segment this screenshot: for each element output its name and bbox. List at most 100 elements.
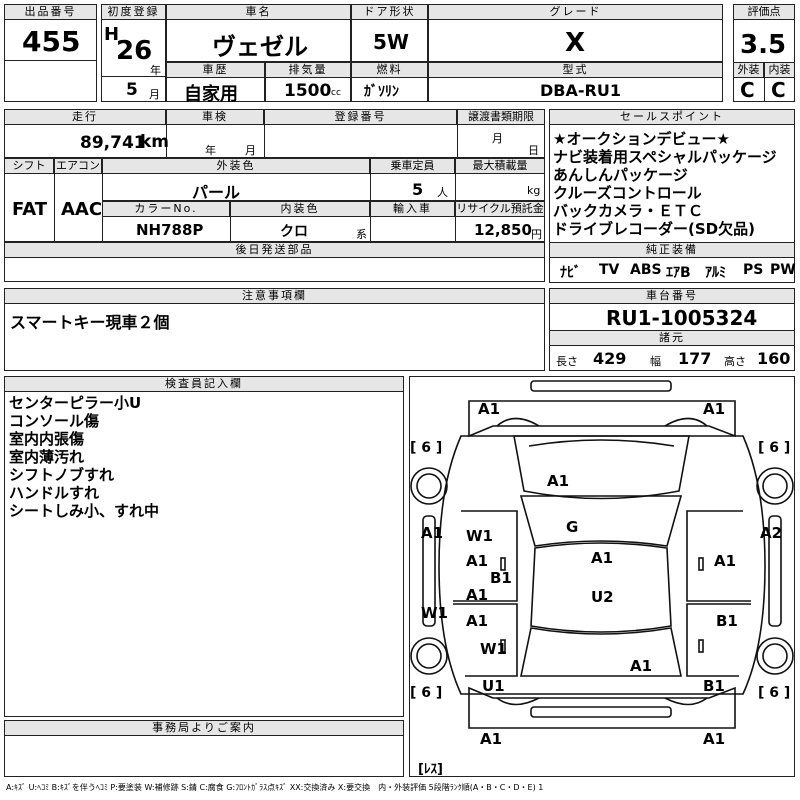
color-no: NH788P xyxy=(136,221,204,239)
era: H xyxy=(104,24,120,45)
car-name: ヴェゼル xyxy=(212,33,308,61)
damage-code: U2 xyxy=(591,588,614,606)
door-type: 5W xyxy=(373,30,409,54)
int-color-label: 内装色 xyxy=(230,201,370,217)
score-label: 評価点 xyxy=(733,4,795,20)
notes-label: 注意事項欄 xyxy=(4,288,545,304)
transfer-label: 譲渡書類期限 xyxy=(457,109,545,125)
tire-rear-left: [ 6 ] xyxy=(410,685,443,701)
capacity-unit: 人 xyxy=(437,186,448,199)
length-label: 長さ xyxy=(556,355,578,368)
lot-cell xyxy=(4,4,97,102)
info-block xyxy=(4,109,545,242)
damage-code: B1 xyxy=(716,612,738,630)
ac: AAC xyxy=(61,199,103,220)
damage-code: A1 xyxy=(466,552,489,570)
inspector-line: コンソール傷 xyxy=(9,412,100,430)
displacement-label: 排気量 xyxy=(265,62,351,78)
sales-point-item: あんしんパッケージ xyxy=(553,166,688,184)
displacement: 1500 xyxy=(284,81,332,101)
month-unit: 月 xyxy=(149,88,160,101)
km-unit: km xyxy=(140,132,170,152)
equipment-alloy: ｱﾙﾐ xyxy=(705,265,726,281)
length: 429 xyxy=(593,349,627,368)
reg-year: 26 xyxy=(116,36,153,66)
int-label: 内装 xyxy=(764,62,795,78)
equipment-nav: ﾅﾋﾞ xyxy=(560,265,581,281)
recycle-unit: 円 xyxy=(531,228,542,241)
car-diagram xyxy=(410,380,794,729)
sales-point-item: バックカメラ・ＥＴＣ xyxy=(553,202,704,220)
grade-label: グレード xyxy=(428,4,723,20)
sales-point-item: ナビ装着用スペシャルパッケージ xyxy=(553,148,777,166)
history-label: 車歴 xyxy=(166,62,265,78)
ext-grade: C xyxy=(740,78,755,102)
damage-code: A1 xyxy=(630,657,653,675)
name-label: 車名 xyxy=(166,4,351,20)
mileage: 89,741 xyxy=(80,133,146,153)
inspection-year: 年 xyxy=(205,144,216,157)
damage-code: B1 xyxy=(490,569,512,587)
reg-month: 5 xyxy=(126,80,138,100)
later-parts-label: 後日発送部品 xyxy=(4,242,545,258)
shift-label: シフト xyxy=(4,158,54,174)
recycle-label: リサイクル預託金 xyxy=(455,201,545,217)
grade: X xyxy=(565,28,586,58)
ext-label: 外装 xyxy=(733,62,764,78)
year-unit: 年 xyxy=(150,64,161,77)
color-no-label: カラーNo. xyxy=(102,201,230,217)
inspector-line: センターピラー小U xyxy=(9,394,142,412)
recycle: 12,850 xyxy=(474,221,532,239)
shift: FAT xyxy=(12,199,48,220)
damage-code: A1 xyxy=(421,524,444,542)
tire-rear-right: [ 6 ] xyxy=(758,685,791,701)
damage-code: A1 xyxy=(714,552,737,570)
model: DBA-RU1 xyxy=(540,81,621,100)
inspector-line: 室内薄汚れ xyxy=(9,448,85,466)
damage-code: A1 xyxy=(703,730,726,748)
transfer-month: 月 xyxy=(492,132,503,145)
history: 自家用 xyxy=(184,84,238,105)
width-label: 幅 xyxy=(650,355,661,368)
spare-tire: [ﾚｽ] xyxy=(418,762,443,777)
fuel-label: 燃料 xyxy=(351,62,428,78)
chassis-label: 車台番号 xyxy=(549,288,795,304)
sales-points-label: セールスポイント xyxy=(549,109,795,125)
lot-label: 出品番号 xyxy=(4,4,97,20)
equipment-pw: PW xyxy=(770,262,796,278)
load-label: 最大積載量 xyxy=(455,158,545,174)
specs-label: 諸元 xyxy=(549,330,795,346)
import-label: 輸入車 xyxy=(370,201,455,217)
equipment-ps: PS xyxy=(743,262,764,278)
tire-front-right: [ 6 ] xyxy=(758,440,791,456)
sales-point-item: ★オークションデビュー★ xyxy=(553,130,730,148)
inspector-label: 検査員記入欄 xyxy=(4,376,404,392)
first-reg-cell xyxy=(101,4,166,102)
plate-label: 登録番号 xyxy=(264,109,457,125)
notes-text: スマートキー現車２個 xyxy=(10,313,170,332)
ac-label: エアコン xyxy=(54,158,102,174)
damage-code: A1 xyxy=(466,612,489,630)
equipment-airbag: ｴｱB xyxy=(666,265,691,281)
height: 160 xyxy=(757,349,791,368)
color-label: 外装色 xyxy=(102,158,370,174)
inspector-line: シートしみ小、すれ中 xyxy=(9,502,160,520)
width: 177 xyxy=(678,349,712,368)
capacity-label: 乗車定員 xyxy=(370,158,455,174)
damage-code: A1 xyxy=(466,586,489,604)
tire-front-left: [ 6 ] xyxy=(410,440,443,456)
damage-code: W1 xyxy=(480,640,507,658)
damage-code: A2 xyxy=(760,524,783,542)
capacity: 5 xyxy=(412,180,424,199)
inspection-month: 月 xyxy=(245,144,256,157)
damage-code: A1 xyxy=(547,472,570,490)
lot-number: 455 xyxy=(22,25,81,58)
office-label: 事務局よりご案内 xyxy=(4,720,404,736)
damage-code: W1 xyxy=(466,527,493,545)
inspector-line: シフトノブすれ xyxy=(9,466,115,484)
door-label: ドア形状 xyxy=(351,4,428,20)
equipment-abs: ABS xyxy=(630,262,662,278)
damage-code: A1 xyxy=(478,400,501,418)
damage-code: W1 xyxy=(421,604,448,622)
body-color: パール xyxy=(192,183,241,202)
